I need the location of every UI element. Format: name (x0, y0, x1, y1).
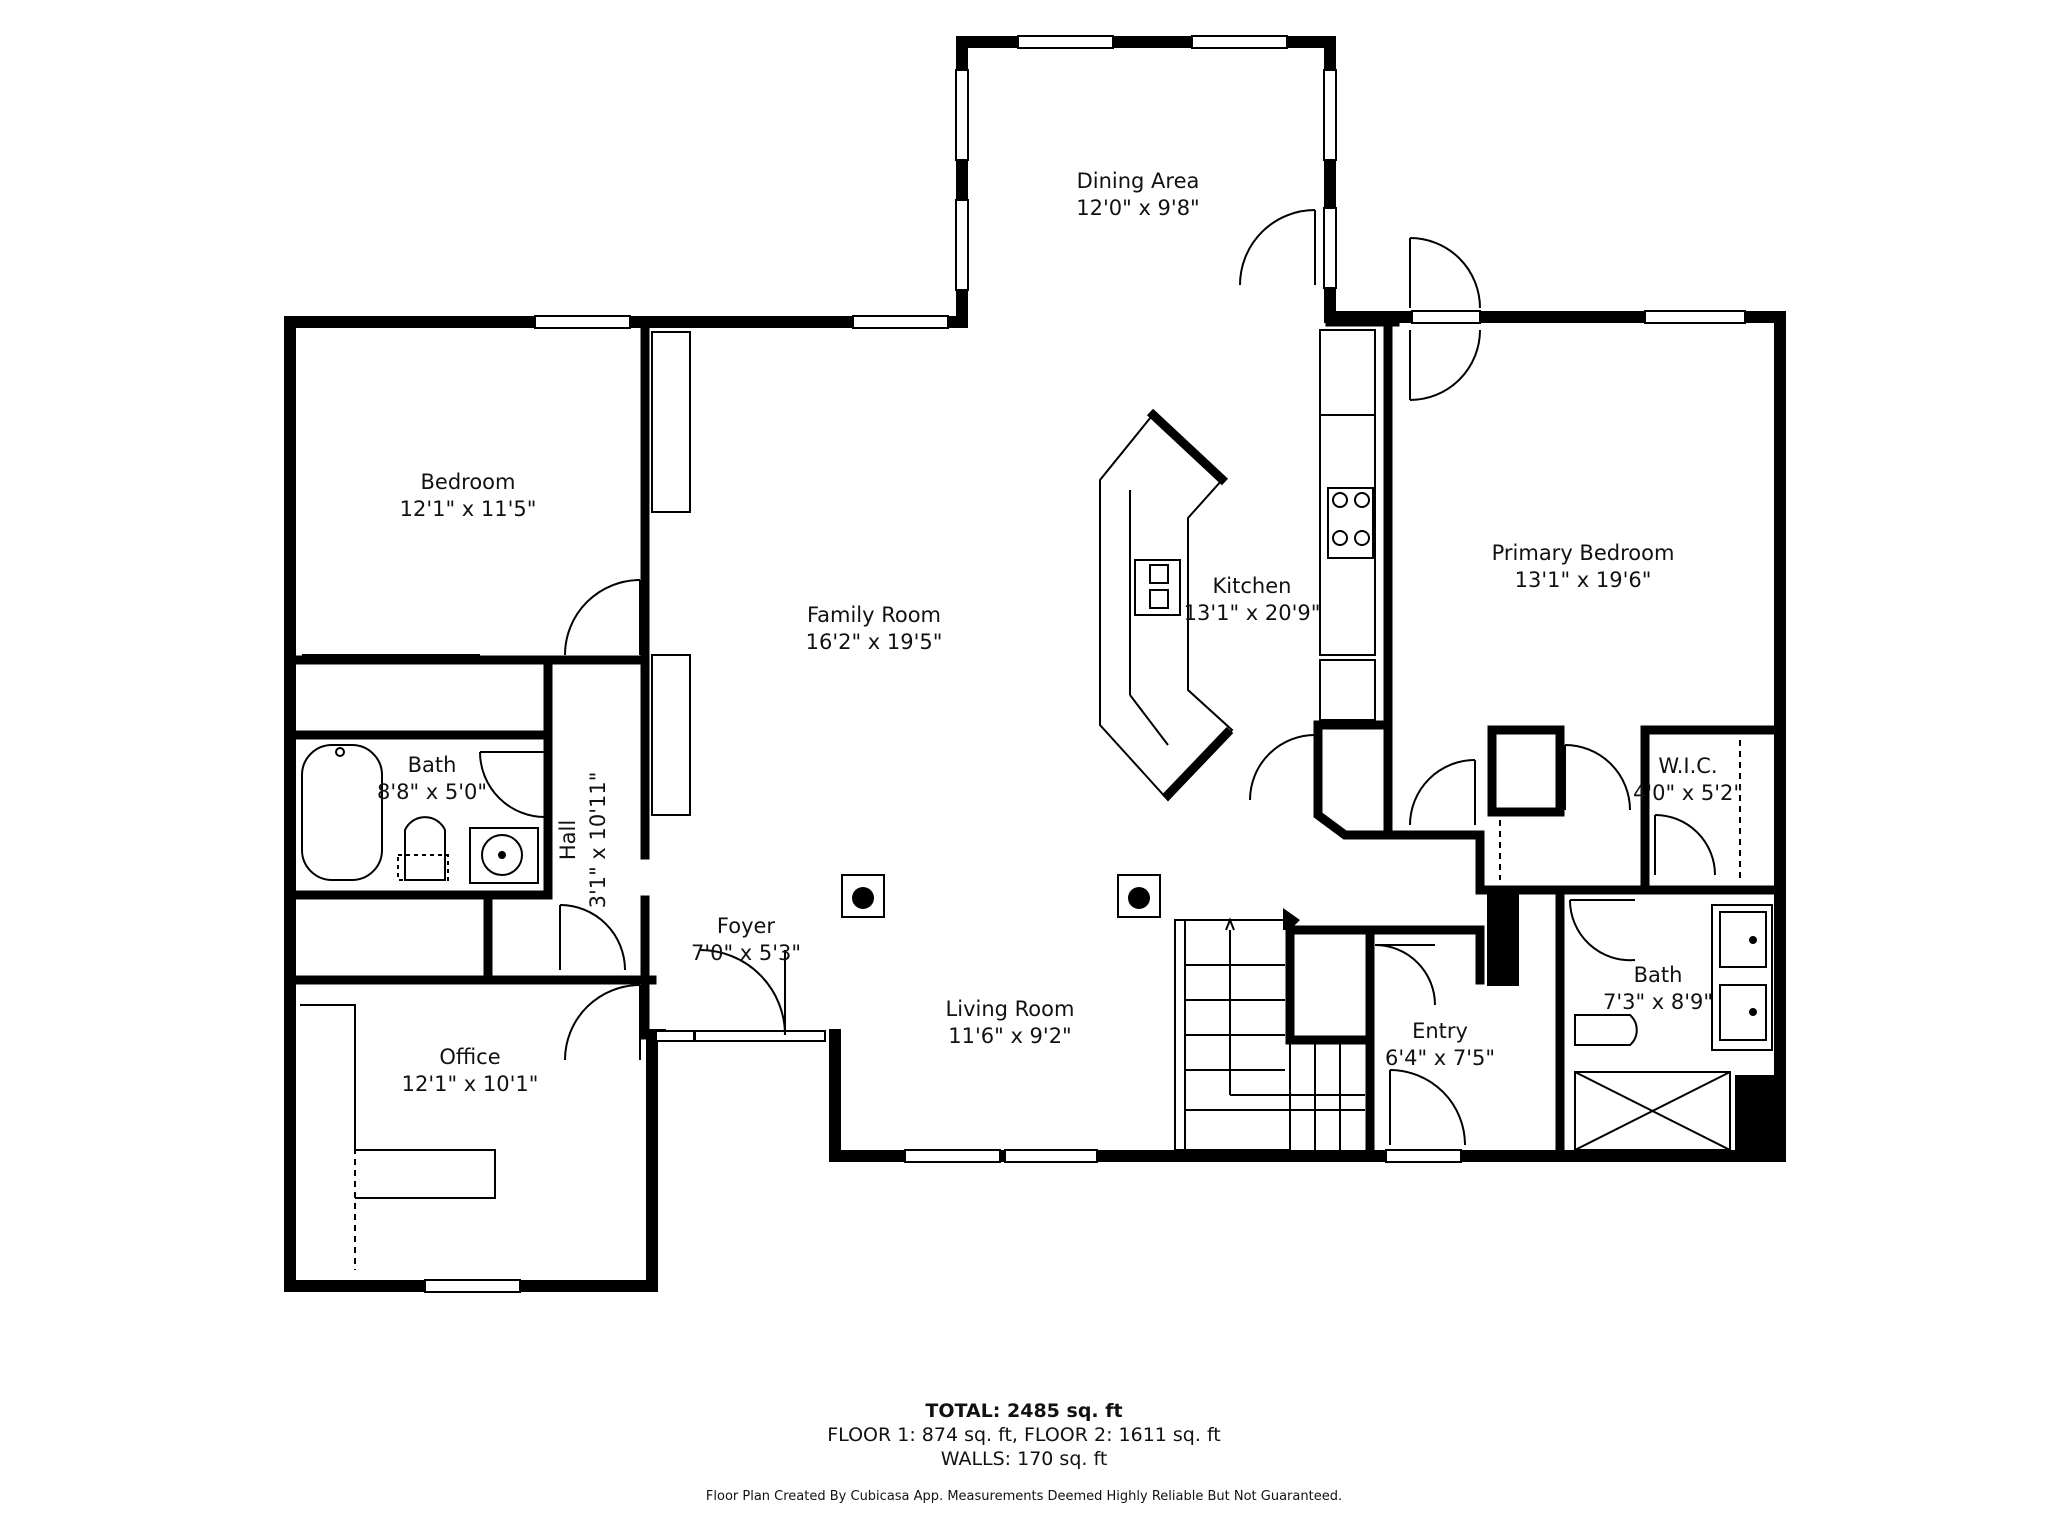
room-dim-bath1: 8'8" x 5'0" (377, 780, 487, 804)
doors (479, 209, 1716, 1146)
room-dim-office: 12'1" x 10'1" (402, 1072, 539, 1096)
bath1-fixtures (301, 744, 539, 884)
room-name-bedroom: Bedroom (421, 470, 516, 494)
room-dim-bedroom: 12'1" x 11'5" (400, 497, 537, 521)
room-name-foyer: Foyer (717, 914, 776, 938)
room-dim-wic: 4'0" x 5'2" (1633, 781, 1743, 805)
kitchen-island (1099, 408, 1234, 802)
solid-wall-blocks (1283, 890, 1780, 1155)
room-name-primary: Primary Bedroom (1492, 541, 1675, 565)
columns (841, 874, 1161, 918)
room-name-kitchen: Kitchen (1213, 574, 1292, 598)
footer-credit: Floor Plan Created By Cubicasa App. Meas… (705, 1489, 1343, 1504)
room-dim-living: 11'6" x 9'2" (948, 1024, 1071, 1048)
room-name-dining: Dining Area (1077, 169, 1200, 193)
footer-floors: FLOOR 1: 874 sq. ft, FLOOR 2: 1611 sq. f… (827, 1424, 1221, 1446)
room-dim-family: 16'2" x 19'5" (806, 630, 943, 654)
closet-lines (300, 331, 1741, 1270)
room-dim-hall: 3'1" x 10'11" (586, 772, 610, 909)
room-dim-bath2: 7'3" x 8'9" (1603, 990, 1713, 1014)
footer-total: TOTAL: 2485 sq. ft (925, 1400, 1123, 1422)
kitchen-counters (1319, 329, 1376, 721)
room-name-office: Office (439, 1045, 500, 1069)
room-name-hall: Hall (556, 820, 580, 860)
windows (424, 35, 1746, 1293)
bath2-fixtures (1574, 904, 1773, 1151)
room-name-living: Living Room (946, 997, 1075, 1021)
room-dim-kitchen: 13'1" x 20'9" (1184, 601, 1321, 625)
stairs (1174, 917, 1365, 1151)
room-labels: Dining Area 12'0" x 9'8" Bedroom 12'1" x… (377, 169, 1743, 1096)
room-dim-dining: 12'0" x 9'8" (1076, 196, 1199, 220)
room-name-entry: Entry (1412, 1019, 1468, 1043)
room-dim-foyer: 7'0" x 5'3" (691, 941, 801, 965)
room-name-bath1: Bath (408, 753, 457, 777)
footer-walls: WALLS: 170 sq. ft (940, 1448, 1108, 1470)
room-name-bath2: Bath (1634, 963, 1683, 987)
room-name-family: Family Room (807, 603, 941, 627)
room-dim-entry: 6'4" x 7'5" (1385, 1046, 1495, 1070)
interior-walls (285, 317, 1785, 1161)
room-dim-primary: 13'1" x 19'6" (1515, 568, 1652, 592)
room-name-wic: W.I.C. (1658, 754, 1717, 778)
